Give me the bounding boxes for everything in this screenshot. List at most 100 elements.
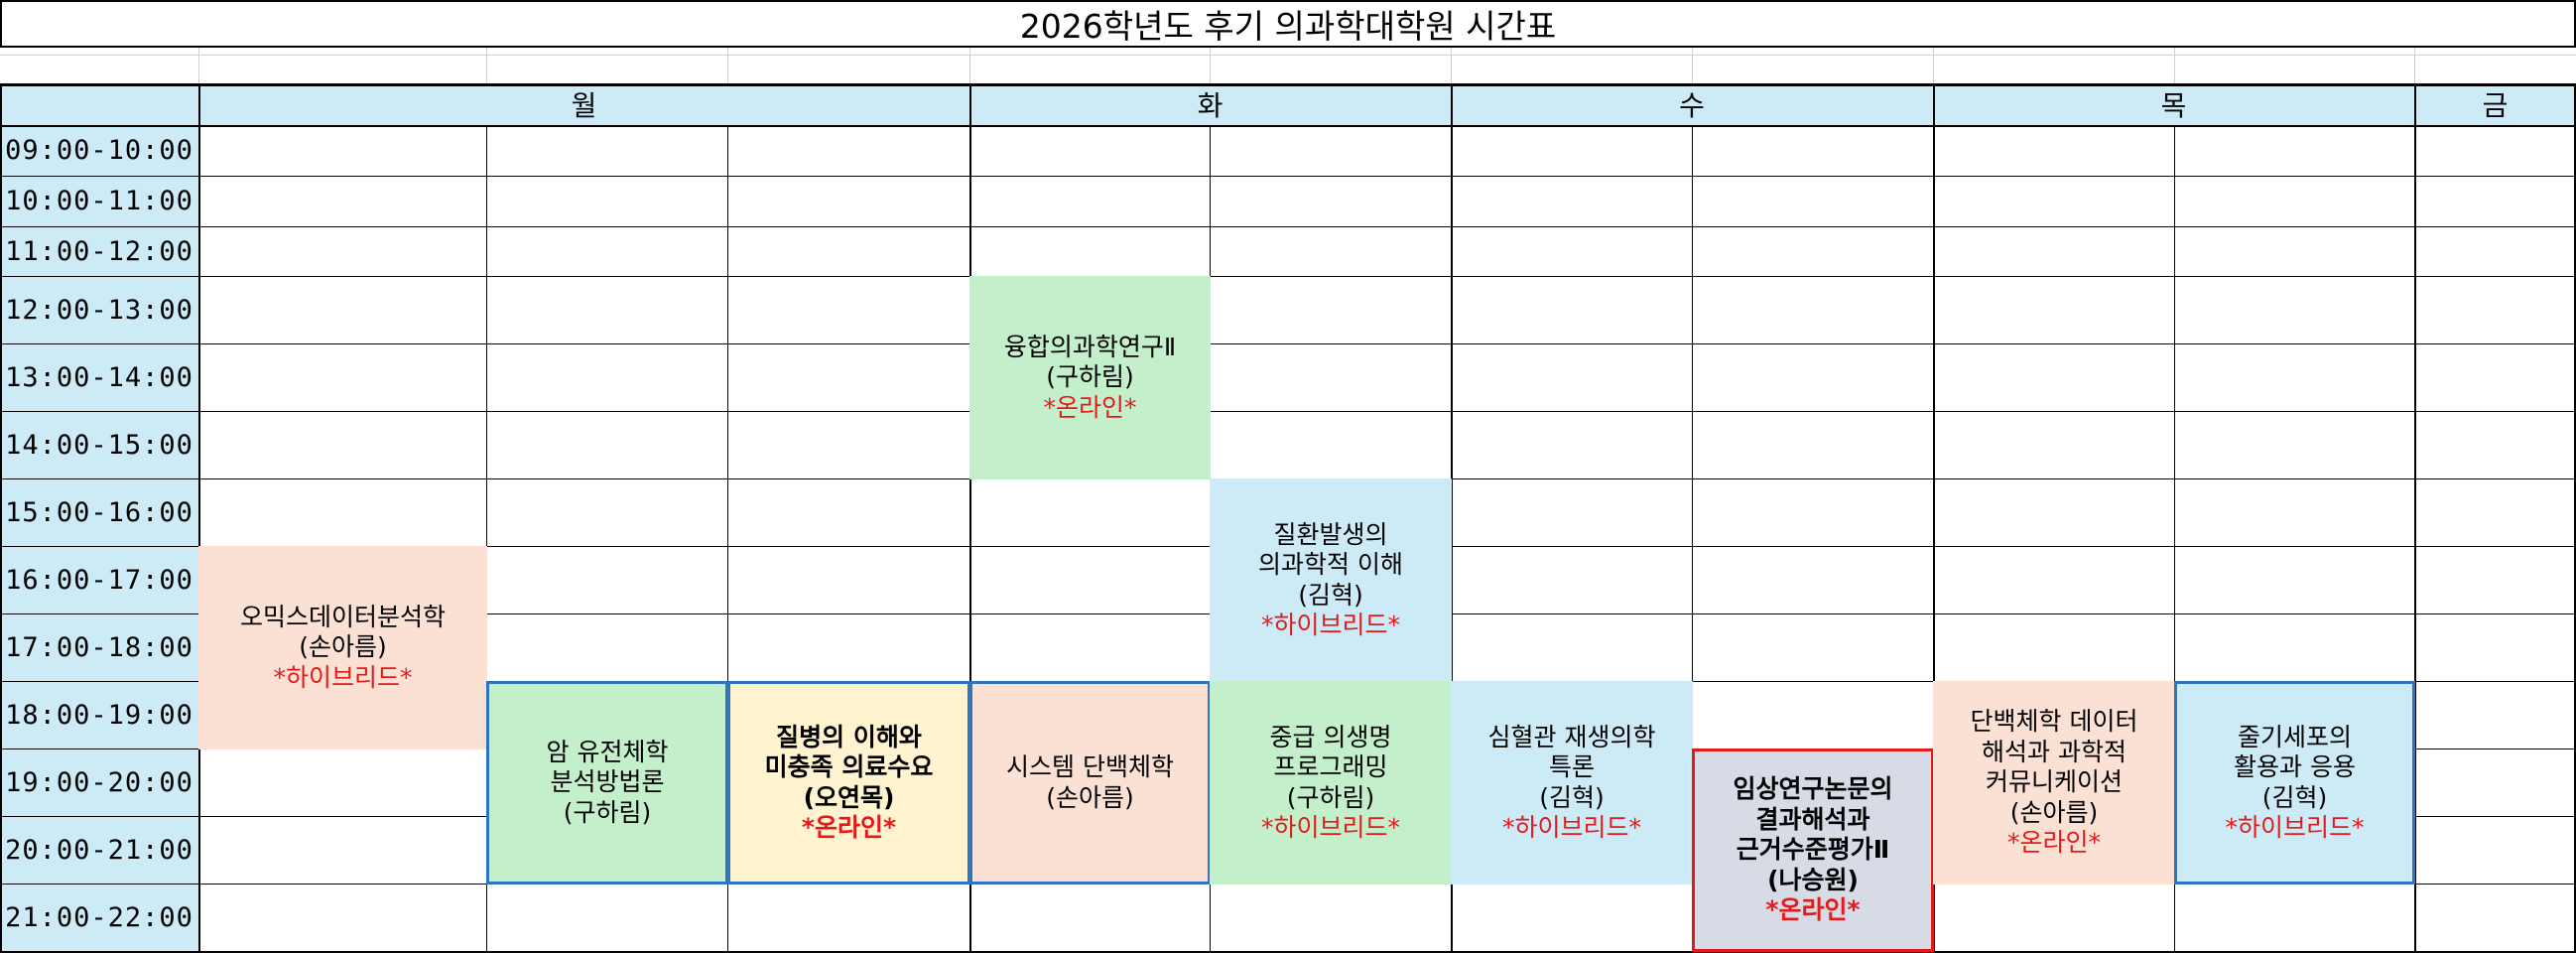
day-header-1: 화 <box>969 83 1451 125</box>
column-line <box>486 125 487 951</box>
spacer-column-line <box>1933 48 1934 83</box>
course-title: 질병의 이해와 <box>776 722 922 751</box>
course-title: 결과해석과 <box>1755 804 1870 834</box>
course-title: 중급 의생명 <box>1269 722 1392 751</box>
time-slot-12: 21:00-22:00 <box>0 884 198 951</box>
column-line <box>1933 83 1935 951</box>
course-instructor: (오연목) <box>803 782 895 812</box>
time-slot-8: 17:00-18:00 <box>0 613 198 681</box>
column-line <box>0 83 2 951</box>
course-mode-badge: *하이브리드* <box>273 662 413 692</box>
time-slot-0: 09:00-10:00 <box>0 125 198 176</box>
spacer-column-line <box>727 48 728 83</box>
course-instructor: (손아름) <box>299 632 387 662</box>
course-mode-badge: *온라인* <box>1765 895 1861 925</box>
spacer-column-line <box>1451 48 1452 83</box>
course-mode-badge: *온라인* <box>2006 828 2101 858</box>
course-title: 임상연구논문의 <box>1733 774 1893 804</box>
course-fusion[interactable]: 융합의과학연구Ⅱ(구하림)*온라인* <box>969 276 1211 479</box>
day-header-4: 금 <box>2414 83 2576 125</box>
course-title: 커뮤니케이션 <box>1985 767 2123 797</box>
course-title: 미충족 의료수요 <box>764 752 934 781</box>
course-title: 오믹스데이터분석학 <box>239 602 446 631</box>
row-line <box>0 411 2576 412</box>
course-title: 융합의과학연구Ⅱ <box>1003 332 1177 361</box>
row-line <box>0 226 2576 227</box>
spacer-row-line <box>0 55 2576 56</box>
course-protein[interactable]: 시스템 단백체학(손아름) <box>969 681 1211 885</box>
course-mode-badge: *온라인* <box>801 813 897 842</box>
day-header-3: 목 <box>1933 83 2414 125</box>
course-title: 근거수준평가Ⅱ <box>1736 835 1890 865</box>
grid-bottom-border <box>0 951 2576 953</box>
row-line <box>0 276 2576 277</box>
spacer-column-line <box>2414 48 2415 83</box>
course-instructor: (김혁) <box>1298 580 1363 610</box>
course-title: 줄기세포의 <box>2237 722 2352 751</box>
time-slot-3: 12:00-13:00 <box>0 276 198 343</box>
header-top-border <box>0 83 2576 86</box>
column-line <box>2574 83 2576 951</box>
course-title: 암 유전체학 <box>546 737 669 766</box>
course-title: 분석방법론 <box>550 767 665 797</box>
course-omics[interactable]: 오믹스데이터분석학(손아름)*하이브리드* <box>198 546 487 749</box>
course-title: 활용과 응용 <box>2234 752 2356 781</box>
course-mode-badge: *하이브리드* <box>2225 813 2365 842</box>
spacer-column-line <box>1210 48 1211 83</box>
timetable-title: 2026학년도 후기 의과학대학원 시간표 <box>0 0 2576 48</box>
day-header-0: 월 <box>198 83 969 125</box>
time-slot-6: 15:00-16:00 <box>0 478 198 546</box>
spacer-column-line <box>969 48 970 83</box>
spacer-column-line <box>198 48 199 83</box>
course-instructor: (구하림) <box>1286 782 1375 812</box>
column-line <box>1451 83 1453 951</box>
course-mode-badge: *온라인* <box>1043 392 1137 422</box>
course-title: 해석과 과학적 <box>1982 737 2126 766</box>
time-slot-2: 11:00-12:00 <box>0 226 198 276</box>
header-bottom-border <box>0 125 2576 127</box>
column-line <box>727 125 728 951</box>
course-instructor: (나승원) <box>1767 865 1859 894</box>
column-line <box>969 83 971 951</box>
row-line <box>0 176 2576 177</box>
course-mode-badge: *하이브리드* <box>1501 813 1641 842</box>
course-title: 심혈관 재생의학 <box>1487 722 1656 751</box>
day-header-2: 수 <box>1451 83 1933 125</box>
column-line <box>2414 83 2416 951</box>
corner-header-cell <box>0 83 198 125</box>
course-instructor: (김혁) <box>2261 782 2328 812</box>
spacer-column-line <box>486 48 487 83</box>
course-mode-badge: *하이브리드* <box>1260 813 1400 842</box>
column-line <box>2174 125 2175 951</box>
course-title: 단백체학 데이터 <box>1970 707 2138 737</box>
course-title: 프로그래밍 <box>1273 752 1388 781</box>
column-line <box>198 83 200 951</box>
course-title: 특론 <box>1548 752 1595 781</box>
time-slot-5: 14:00-15:00 <box>0 411 198 478</box>
course-instructor: (김혁) <box>1539 782 1605 812</box>
column-line <box>1692 125 1693 951</box>
course-title: 질환발생의 <box>1273 519 1388 549</box>
course-mode-badge: *하이브리드* <box>1260 611 1400 639</box>
time-slot-4: 13:00-14:00 <box>0 343 198 411</box>
course-instructor: (손아름) <box>2009 797 2099 827</box>
time-slot-7: 16:00-17:00 <box>0 546 198 613</box>
time-slot-9: 18:00-19:00 <box>0 681 198 749</box>
time-slot-1: 10:00-11:00 <box>0 176 198 226</box>
course-title: 의과학적 이해 <box>1258 550 1403 579</box>
time-slot-11: 20:00-21:00 <box>0 816 198 884</box>
spacer-column-line <box>2174 48 2175 83</box>
time-slot-10: 19:00-20:00 <box>0 749 198 816</box>
row-line <box>0 343 2576 344</box>
course-instructor: (구하림) <box>563 797 652 827</box>
course-instructor: (손아름) <box>1046 782 1134 812</box>
course-instructor: (구하림) <box>1046 362 1134 392</box>
